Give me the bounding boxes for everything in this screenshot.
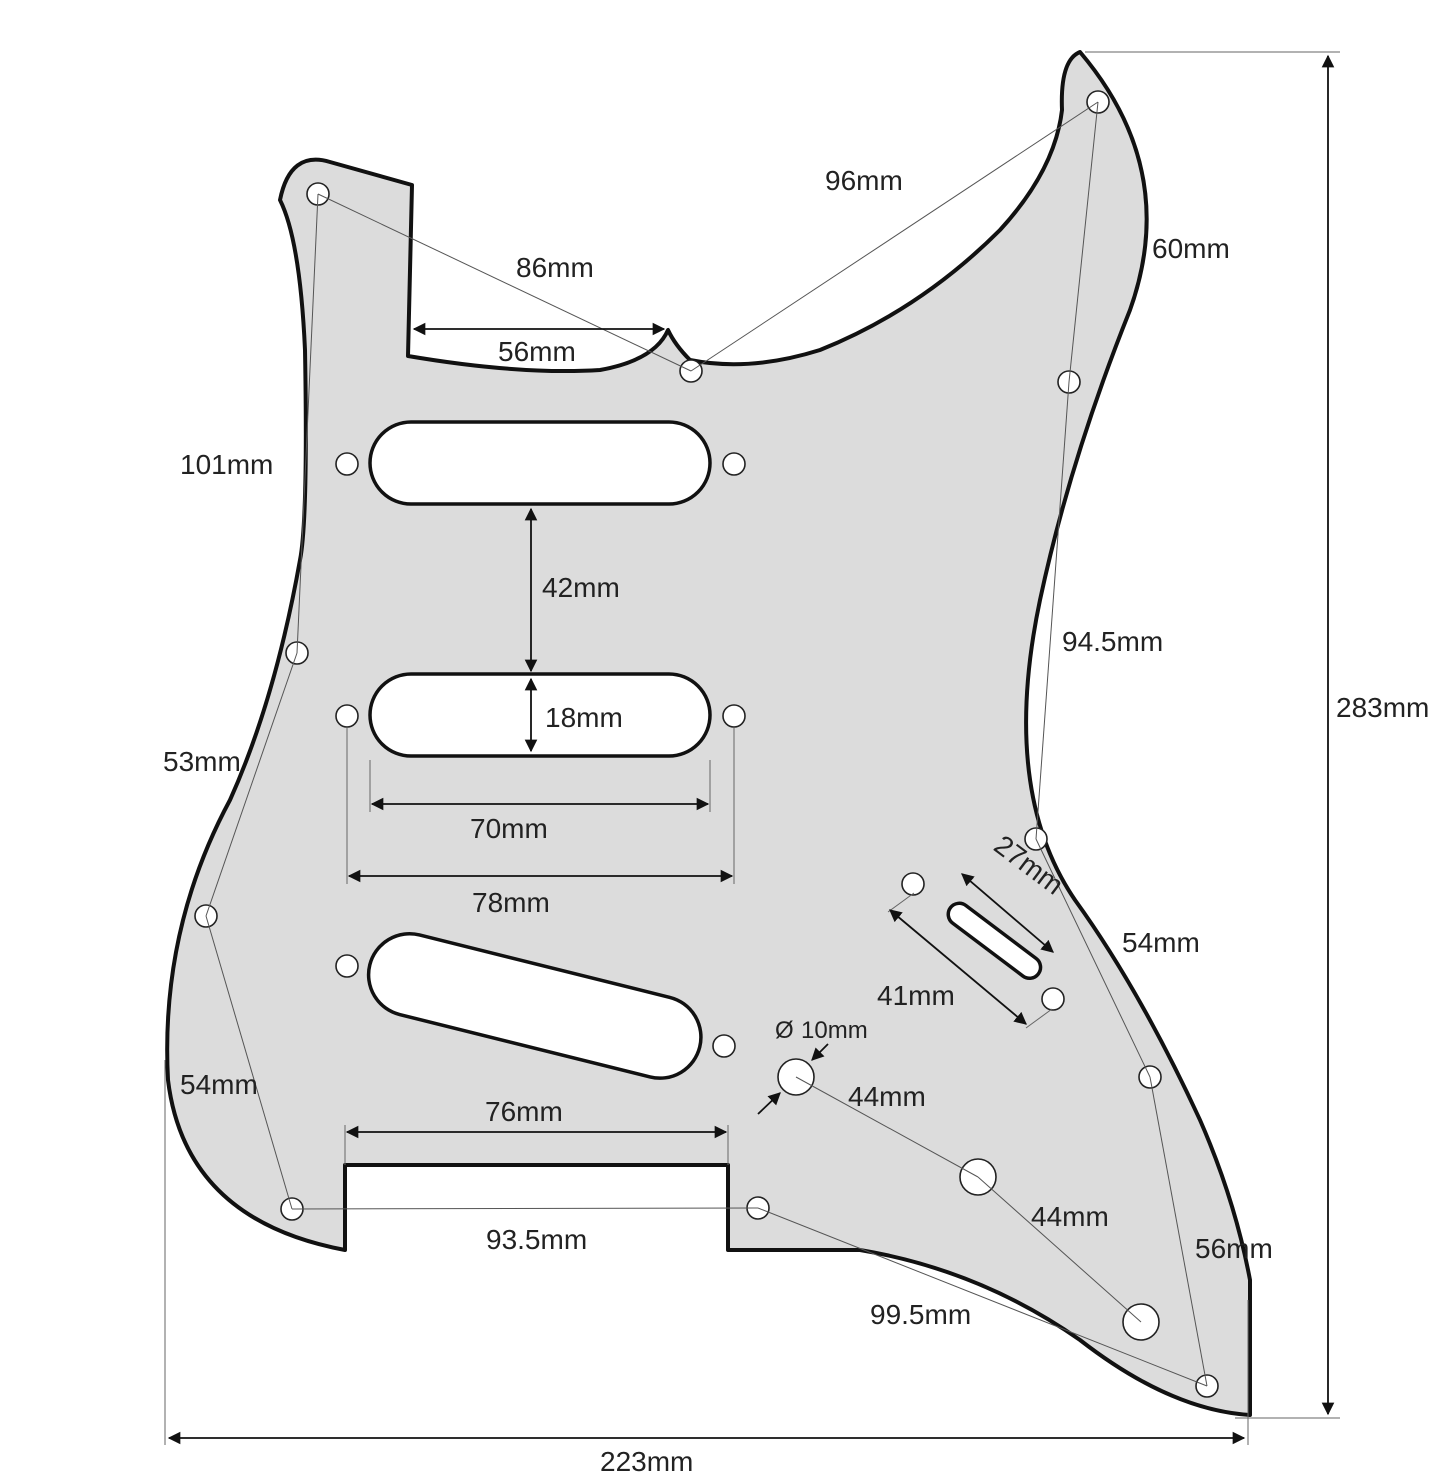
switch-mount-hole xyxy=(901,872,925,896)
dim-label-53: 53mm xyxy=(163,746,241,777)
dim-label-101: 101mm xyxy=(180,449,273,480)
dim-label-78: 78mm xyxy=(472,887,550,918)
dim-label-60: 60mm xyxy=(1152,233,1230,264)
bridge-pickup-slot xyxy=(366,932,703,1080)
dim-label-56-top: 56mm xyxy=(498,336,576,367)
dim-label-99-5: 99.5mm xyxy=(870,1299,971,1330)
dim-label-56-right: 56mm xyxy=(1195,1233,1273,1264)
hole-distance-lines xyxy=(205,101,1208,1387)
dim-label-18: 18mm xyxy=(545,702,623,733)
dim-label-44-b: 44mm xyxy=(1031,1201,1109,1232)
dim-label-96: 96mm xyxy=(825,165,903,196)
screw-holes xyxy=(194,90,1219,1398)
pickup-mount-hole xyxy=(335,954,359,978)
dim-label-44-a: 44mm xyxy=(848,1081,926,1112)
dim-label-diameter-symbol: Ø xyxy=(775,1017,794,1044)
dim-label-223: 223mm xyxy=(600,1446,693,1475)
dim-label-54-left: 54mm xyxy=(180,1069,258,1100)
dim-label-86: 86mm xyxy=(516,252,594,283)
dim-label-283: 283mm xyxy=(1336,692,1429,723)
dim-label-93-5: 93.5mm xyxy=(486,1224,587,1255)
pickup-mount-hole xyxy=(335,452,359,476)
pickup-mount-hole xyxy=(722,452,746,476)
dimension-arrows xyxy=(167,54,1335,1445)
middle-pickup-slot xyxy=(368,672,712,758)
neck-pickup-slot xyxy=(368,420,712,506)
pickup-mount-hole xyxy=(712,1034,736,1058)
pickup-mount-hole xyxy=(722,704,746,728)
dim-label-76: 76mm xyxy=(485,1096,563,1127)
pickup-mount-hole xyxy=(335,704,359,728)
dim-label-70: 70mm xyxy=(470,813,548,844)
dim-label-54-right: 54mm xyxy=(1122,927,1200,958)
switch-mount-hole xyxy=(1041,987,1065,1011)
dim-label-94-5: 94.5mm xyxy=(1062,626,1163,657)
extension-lines xyxy=(164,51,1340,1445)
dim-label-10: 10mm xyxy=(801,1017,868,1044)
dim-label-42: 42mm xyxy=(542,572,620,603)
dim-label-41: 41mm xyxy=(877,980,955,1011)
pickguard-outline xyxy=(165,50,1252,1417)
